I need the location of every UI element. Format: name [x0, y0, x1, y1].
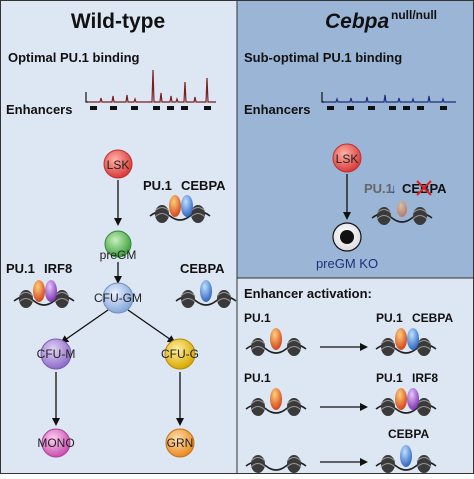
svg-text:PU.1: PU.1 [244, 371, 271, 385]
svg-text:GRN: GRN [167, 436, 194, 450]
svg-text:Cebpa: Cebpa [325, 10, 390, 33]
activation-row-2: PU.1 PU.1 IRF8 [244, 371, 438, 416]
svg-text:LSK: LSK [336, 152, 359, 166]
svg-text:PU.1: PU.1 [376, 311, 403, 325]
svg-text:CEBPA: CEBPA [412, 311, 453, 325]
right-title: Cebpa null/null [325, 8, 437, 33]
activation-row-3: CEBPA [246, 427, 436, 473]
svg-text:PU.1: PU.1 [376, 371, 403, 385]
left-cebpa-b-label: CEBPA [180, 261, 225, 276]
left-pu1-label: PU.1 [143, 178, 172, 193]
right-enhancer-marks [327, 106, 447, 110]
right-track-label: Sub-optimal PU.1 binding [244, 50, 402, 65]
lsk-cell-ko: LSK [332, 143, 362, 173]
activation-title: Enhancer activation: [244, 286, 372, 301]
svg-text:null/null: null/null [391, 8, 437, 22]
svg-text:↓: ↓ [390, 181, 397, 196]
left-enhancer-marks [90, 106, 211, 110]
left-cebpa-dna [176, 280, 236, 308]
left-track-label: Optimal PU.1 binding [8, 50, 140, 65]
left-pu1-cebpa-dna [150, 195, 210, 223]
left-pu1-b-label: PU.1 [6, 261, 35, 276]
left-binding-track [85, 69, 216, 103]
lsk-cell: LSK [103, 149, 133, 179]
mono-cell: MONO [37, 428, 75, 458]
svg-text:CFU-G: CFU-G [161, 347, 199, 361]
pregm-ko-cell: preGM KO [316, 222, 378, 271]
left-cebpa-label: CEBPA [181, 178, 226, 193]
grn-cell: GRN [165, 428, 195, 458]
svg-text:preGM: preGM [100, 248, 137, 262]
svg-text:LSK: LSK [107, 158, 130, 172]
left-title: Wild-type [71, 10, 165, 33]
svg-text:PU.1: PU.1 [364, 181, 393, 196]
activation-row-1: PU.1 PU.1 CEBPA [244, 311, 453, 356]
left-enhancers-label: Enhancers [6, 102, 72, 117]
svg-text:MONO: MONO [37, 436, 74, 450]
activation-panel-bg [237, 278, 474, 474]
svg-text:CFU-M: CFU-M [37, 347, 76, 361]
cfug-cell: CFU-G [161, 338, 199, 370]
left-pu1-irf8-dna [14, 280, 74, 308]
svg-text:preGM KO: preGM KO [316, 256, 378, 271]
cebpa-cross-icon [416, 180, 432, 196]
right-reduced-pu1-dna [372, 201, 432, 225]
pregm-cell: preGM [100, 230, 137, 262]
svg-text:IRF8: IRF8 [412, 371, 438, 385]
right-enhancers-label: Enhancers [244, 102, 310, 117]
svg-text:CFU-GM: CFU-GM [94, 291, 142, 305]
right-factors: PU.1 ↓ CEBPA [364, 180, 447, 196]
right-binding-track [321, 92, 456, 103]
cfugm-cell: CFU-GM [94, 282, 142, 314]
cfum-cell: CFU-M [37, 338, 76, 370]
svg-text:CEBPA: CEBPA [388, 427, 429, 441]
left-irf8-label: IRF8 [44, 261, 72, 276]
svg-text:PU.1: PU.1 [244, 311, 271, 325]
